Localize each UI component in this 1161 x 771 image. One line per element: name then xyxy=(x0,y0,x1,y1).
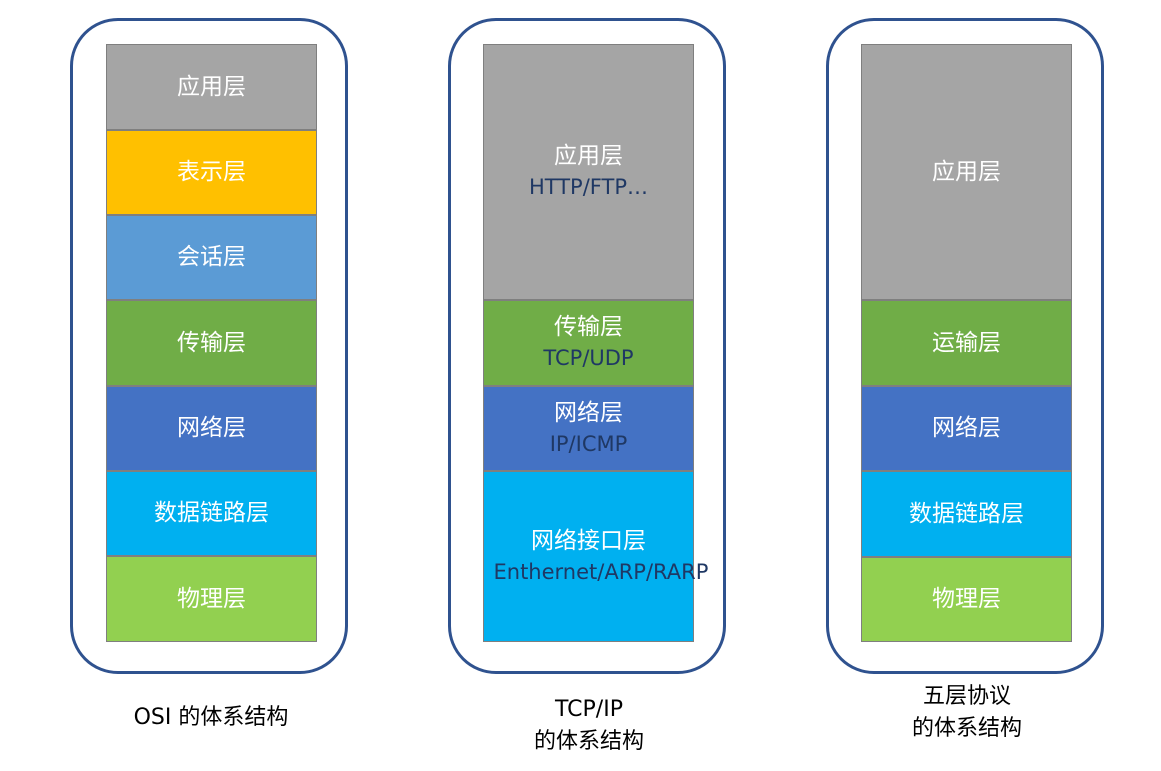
layer-label: 会话层 xyxy=(177,244,246,270)
osi-session-layer: 会话层 xyxy=(106,215,317,300)
layer-label: 网络接口层 xyxy=(531,527,646,554)
layer-label: 网络层 xyxy=(177,415,246,441)
layer-label: 网络层 xyxy=(932,415,1001,441)
layer-label: 传输层 xyxy=(177,329,246,356)
tcpip-interface-layer: 网络接口层 Enthernet/ARP/RARP xyxy=(483,471,709,642)
layer-label: 应用层 xyxy=(177,73,246,100)
caption-line: TCP/IP xyxy=(555,697,623,722)
layer-label: 数据链路层 xyxy=(154,500,269,526)
caption-line: 的体系结构 xyxy=(533,729,644,754)
layer-label: 物理层 xyxy=(932,586,1001,612)
protocol-label: HTTP/FTP… xyxy=(528,175,649,199)
caption-text: OSI 的体系结构 xyxy=(133,705,289,730)
five-physical-layer: 物理层 xyxy=(861,557,1072,642)
layer-label: 网络层 xyxy=(554,399,623,426)
osi-transport-layer: 传输层 xyxy=(106,300,317,386)
layer-label: 物理层 xyxy=(177,585,246,612)
caption-line: 五层协议 xyxy=(922,684,1011,709)
five-datalink-layer: 数据链路层 xyxy=(861,471,1072,557)
osi-datalink-layer: 数据链路层 xyxy=(106,471,317,556)
tcpip-application-layer: 应用层 HTTP/FTP… xyxy=(483,44,694,300)
osi-physical-layer: 物理层 xyxy=(106,556,317,642)
osi-application-layer: 应用层 xyxy=(106,44,317,130)
osi-network-layer: 网络层 xyxy=(106,386,317,471)
tcpip-frame xyxy=(448,18,726,674)
five-application-layer: 应用层 xyxy=(861,44,1072,300)
tcpip-caption: TCP/IP 的体系结构 xyxy=(439,694,739,758)
caption-line: 的体系结构 xyxy=(911,716,1022,741)
five-transport-layer: 运输层 xyxy=(861,300,1072,386)
five-network-layer: 网络层 xyxy=(861,386,1072,471)
osi-caption: OSI 的体系结构 xyxy=(61,702,361,734)
tcpip-transport-layer: 传输层 TCP/UDP xyxy=(483,300,694,386)
tcpip-network-layer: 网络层 IP/ICMP xyxy=(483,386,694,471)
osi-presentation-layer: 表示层 xyxy=(106,130,317,215)
protocol-label: IP/ICMP xyxy=(549,431,628,456)
layer-label: 传输层 xyxy=(554,314,623,340)
layer-label: 数据链路层 xyxy=(909,500,1024,527)
layer-label: 应用层 xyxy=(932,158,1001,185)
protocol-label: Enthernet/ARP/RARP xyxy=(493,559,709,584)
layer-label: 应用层 xyxy=(554,143,623,169)
layer-label: 运输层 xyxy=(932,329,1001,356)
protocol-label: TCP/UDP xyxy=(543,346,634,370)
five-layer-frame xyxy=(826,18,1104,674)
five-layer-caption: 五层协议的体系结构 xyxy=(817,681,1117,745)
layer-label: 表示层 xyxy=(177,159,246,185)
osi-frame xyxy=(70,18,348,674)
